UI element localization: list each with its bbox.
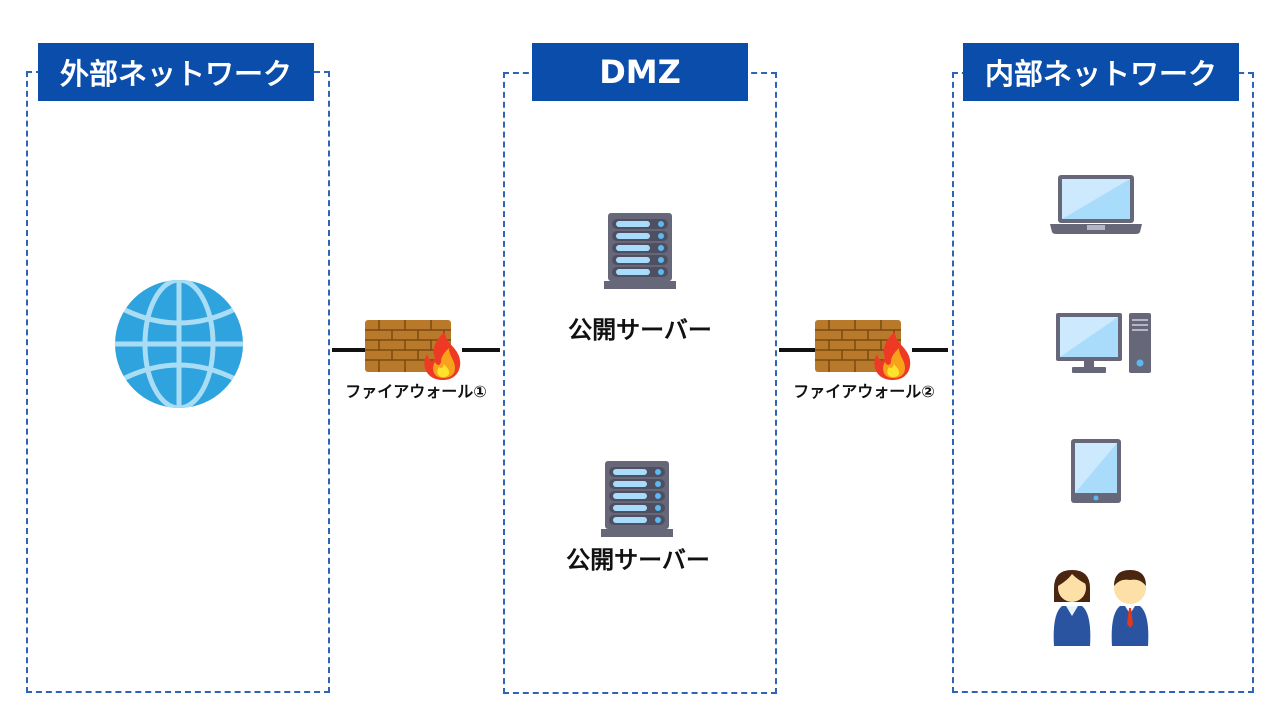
link-line xyxy=(332,348,368,352)
public-server-label: 公開サーバー xyxy=(568,316,712,344)
link-line xyxy=(779,348,817,352)
firewall-icon xyxy=(365,318,465,380)
firewall-icon xyxy=(815,318,915,380)
users-icon xyxy=(1048,568,1156,648)
desktop-pc-icon xyxy=(1056,311,1153,375)
globe-icon xyxy=(113,278,245,410)
firewall-1-label: ファイアウォール① xyxy=(345,382,487,401)
server-icon xyxy=(601,461,673,537)
tablet-icon xyxy=(1071,439,1123,505)
internal-network-title: 内部ネットワーク xyxy=(963,43,1239,101)
dmz-zone xyxy=(503,72,777,694)
link-line xyxy=(462,348,500,352)
dmz-title: DMZ xyxy=(532,43,748,101)
link-line xyxy=(912,348,948,352)
laptop-icon xyxy=(1050,174,1142,236)
external-network-title: 外部ネットワーク xyxy=(38,43,314,101)
dmz-title-text: DMZ xyxy=(599,53,681,91)
firewall-2-label: ファイアウォール② xyxy=(793,382,935,401)
server-icon xyxy=(604,213,676,289)
internal-network-title-text: 内部ネットワーク xyxy=(984,57,1217,91)
public-server-label: 公開サーバー xyxy=(566,546,710,574)
external-network-title-text: 外部ネットワーク xyxy=(59,57,292,91)
